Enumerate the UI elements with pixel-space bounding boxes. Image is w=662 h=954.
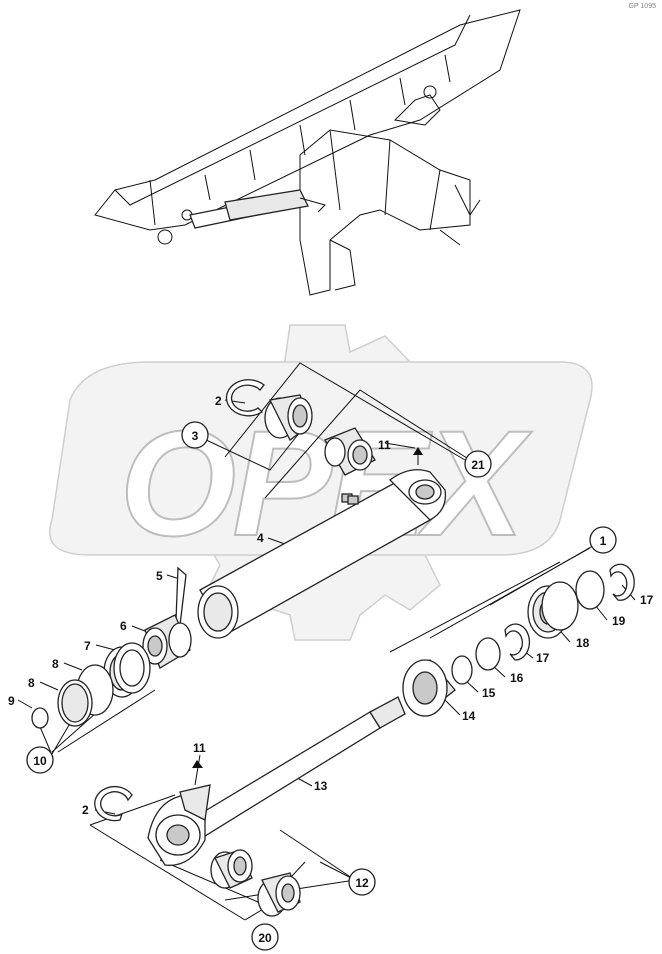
overview-implement [94,9,521,296]
part-2-circlip-lower [94,785,133,822]
callout-5: 5 [156,569,163,583]
callout-circle-10 [26,746,54,774]
callout-11-lower: 11 [193,741,206,755]
corner-code: GP 1095 [628,3,656,10]
callout-6: 6 [120,619,127,633]
callout-circle-12 [348,868,376,896]
part-6-gland [142,614,192,669]
callout-8-lower: 8 [28,676,35,690]
part-2-circlip-upper [225,379,265,417]
callout-3: 3 [192,429,199,443]
callout-circle-1 [589,526,617,554]
part-20-sleeve [257,872,301,917]
part-9-washer [31,707,49,729]
callout-4: 4 [257,531,264,545]
part-16-ring [475,637,501,671]
part-5-cotter-pin [175,566,187,627]
callout-12: 12 [355,876,369,890]
callout-1: 1 [600,534,607,548]
callout-circle-21 [464,450,492,478]
part-18-seal [527,581,579,639]
callout-10: 10 [33,754,47,768]
callout-20: 20 [258,931,272,945]
part-19-ring [575,570,605,610]
part-12-bushing [210,849,253,889]
callout-18: 18 [576,636,590,650]
part-15-washer [451,655,473,685]
callout-14: 14 [462,709,476,723]
part-4-cylinder-barrel [197,469,447,639]
callout-2-upper: 2 [215,394,222,408]
callout-9: 9 [8,694,15,708]
callout-17-upper: 17 [640,593,654,607]
arrow-11-lower [192,760,203,768]
part-17-clip-lower [504,623,531,661]
callout-labels: 2 3 11 21 4 5 6 7 8 8 9 10 1 17 19 18 17… [8,394,654,951]
exploded-parts [31,379,635,917]
callout-11-upper: 11 [378,438,391,452]
arrow-11-upper [413,447,423,455]
part-17-clip-upper [609,563,635,601]
part-14-piston [402,659,456,717]
leader-lines [17,362,636,921]
callout-circle-20 [251,923,279,951]
callout-15: 15 [482,686,496,700]
callout-7: 7 [84,639,91,653]
callout-circle-3 [181,421,209,449]
watermark-frame [48,361,593,556]
callout-2-lower: 2 [82,803,89,817]
part-3-pin [324,427,376,476]
part-21-bushing [264,394,313,441]
callout-13: 13 [314,779,328,793]
part-13-piston-rod [147,696,406,866]
callout-17-lower: 17 [536,651,550,665]
callout-8-upper: 8 [52,657,59,671]
callout-19: 19 [612,614,626,628]
callout-21: 21 [471,458,485,472]
callout-16: 16 [510,671,524,685]
